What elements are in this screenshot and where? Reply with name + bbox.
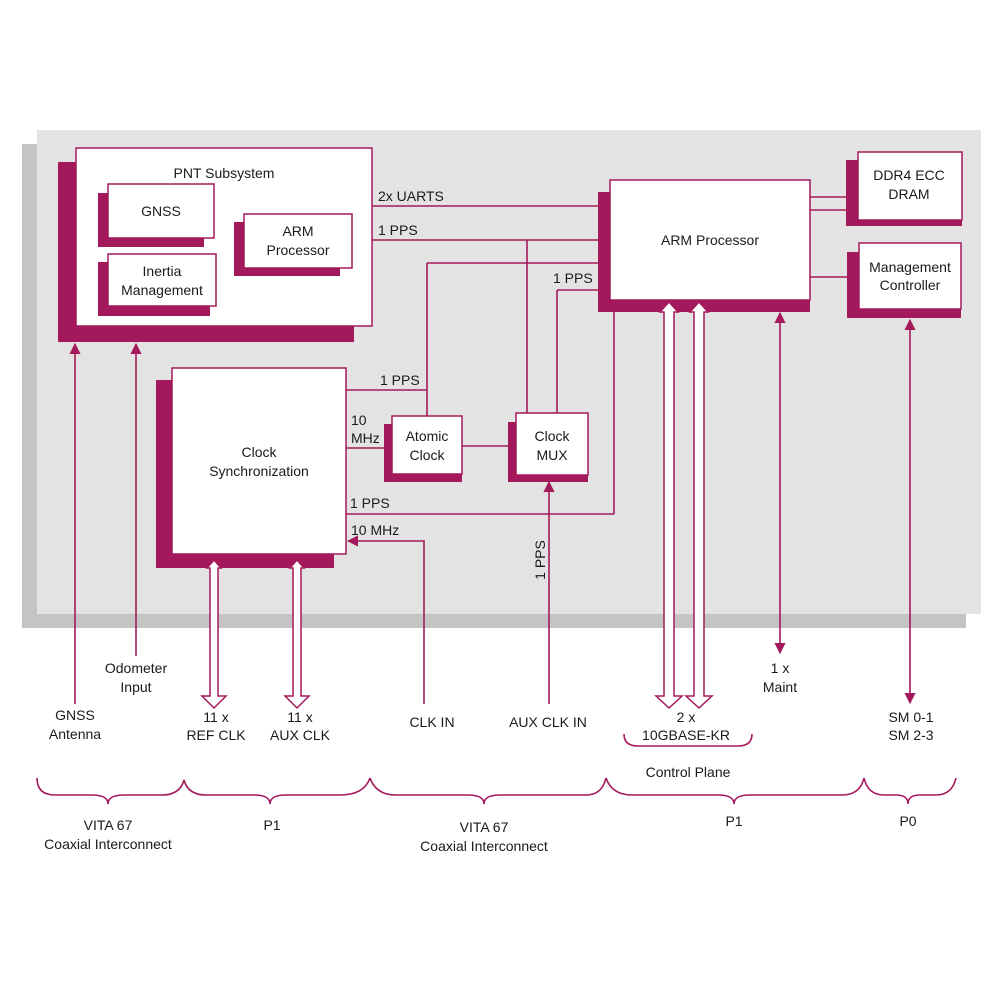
- p1-right-label: P1: [725, 813, 742, 829]
- maint-label-line1: 1 x: [771, 660, 790, 676]
- sm-label-line2: SM 2-3: [888, 727, 933, 743]
- mgmt-label-line2: Controller: [880, 277, 941, 293]
- pps-mux-label: 1 PPS: [553, 270, 593, 286]
- arm-processor-label: ARM Processor: [661, 232, 759, 248]
- atomic-label-line2: Clock: [409, 447, 445, 463]
- uarts-label: 2x UARTS: [378, 188, 444, 204]
- p1-left-brace: [183, 777, 371, 805]
- p0-label: P0: [899, 813, 916, 829]
- pps-clock-label: 1 PPS: [380, 372, 420, 388]
- ref-clk-label-line2: REF CLK: [186, 727, 246, 743]
- pnt-subsystem-title: PNT Subsystem: [174, 165, 275, 181]
- arm-small-label-line2: Processor: [266, 242, 329, 258]
- vita67-right-brace: [369, 777, 607, 805]
- ddr4-label-line2: DRAM: [888, 186, 929, 202]
- arm-processor-block: ARM Processor: [598, 179, 811, 312]
- kr-arrow-2: [684, 300, 714, 710]
- pps-aux-label: 1 PPS: [532, 540, 548, 580]
- management-controller-block: Management Controller: [847, 242, 962, 318]
- odometer-label-line2: Input: [120, 679, 151, 695]
- sm-label-line1: SM 0-1: [888, 709, 933, 725]
- ddr4-label-line1: DDR4 ECC: [873, 167, 945, 183]
- inertia-label-line2: Management: [121, 282, 203, 298]
- signal-wires: [69, 196, 916, 705]
- p0-brace: [863, 777, 957, 805]
- p1-left-label: P1: [263, 817, 280, 833]
- clock-sync-label-line2: Synchronization: [209, 463, 309, 479]
- gnss-label: GNSS: [141, 203, 181, 219]
- ref-clk-label-line1: 11 x: [203, 709, 228, 725]
- atomic-clock-block: Atomic Clock: [384, 415, 463, 482]
- clock-mux-block: Clock MUX: [508, 412, 589, 482]
- control-plane-label: Control Plane: [646, 764, 731, 780]
- gnss-antenna-label-line1: GNSS: [55, 707, 95, 723]
- aux-clk-in-label: AUX CLK IN: [509, 714, 587, 730]
- kr-arrow-1: [654, 300, 684, 710]
- kr-label-line2: 10GBASE-KR: [642, 727, 730, 743]
- atomic-label-line1: Atomic: [406, 428, 449, 444]
- mux-label-line2: MUX: [536, 447, 568, 463]
- vita67-left-label-line2: Coaxial Interconnect: [44, 836, 172, 852]
- arm-small-label-line1: ARM: [282, 223, 313, 239]
- aux-clk-label-line2: AUX CLK: [270, 727, 331, 743]
- pps-pnt-label: 1 PPS: [378, 222, 418, 238]
- mhz10-atomic-label-line1: 10: [351, 412, 367, 428]
- p1-right-brace: [605, 777, 865, 805]
- connector-braces: [36, 777, 957, 805]
- inertia-management-block: Inertia Management: [98, 253, 217, 316]
- fat-arrows: [200, 300, 714, 710]
- mhz10-atomic-label-line2: MHz: [351, 430, 380, 446]
- gnss-antenna-label-line2: Antenna: [49, 726, 101, 742]
- odometer-label-line1: Odometer: [105, 660, 168, 676]
- maint-label-line2: Maint: [763, 679, 797, 695]
- vita67-left-brace: [36, 777, 185, 805]
- kr-label-line1: 2 x: [677, 709, 696, 725]
- clock-sync-label-line1: Clock: [241, 444, 277, 460]
- clk-in-line: [346, 535, 425, 704]
- mhz10-in-label: 10 MHz: [351, 522, 399, 538]
- pps-arm-label: 1 PPS: [350, 495, 390, 511]
- aux-clk-label-line1: 11 x: [287, 709, 312, 725]
- mgmt-label-line1: Management: [869, 259, 951, 275]
- vita67-right-label-line2: Coaxial Interconnect: [420, 838, 548, 854]
- inertia-label-line1: Inertia: [143, 263, 182, 279]
- control-plane-brace: [623, 733, 753, 747]
- arm-processor-small-block: ARM Processor: [234, 213, 353, 276]
- mux-label-line1: Clock: [534, 428, 570, 444]
- ddr4-dram-block: DDR4 ECC DRAM: [846, 151, 963, 226]
- aux-clk-arrow: [283, 558, 311, 710]
- gnss-block: GNSS: [98, 183, 215, 247]
- vita67-left-label-line1: VITA 67: [84, 817, 133, 833]
- clock-synchronization-block: Clock Synchronization: [156, 367, 347, 568]
- clk-in-label: CLK IN: [409, 714, 454, 730]
- ref-clk-arrow: [200, 558, 228, 710]
- vita67-right-label-line1: VITA 67: [460, 819, 509, 835]
